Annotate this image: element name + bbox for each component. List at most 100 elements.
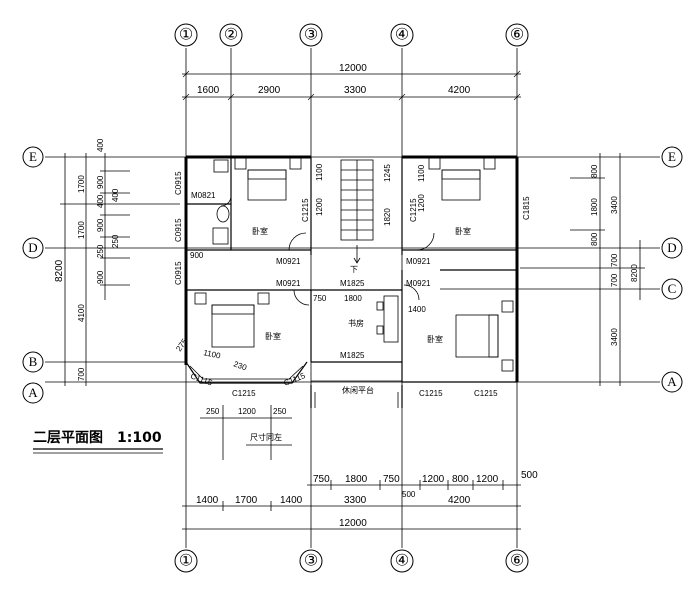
label-m0821: M0821 (191, 191, 216, 200)
label-c1215-v2: C1215 (409, 198, 418, 222)
dim-bot-1400b: 1400 (280, 495, 303, 506)
axis-label-top-4: ④ (395, 27, 409, 44)
room-label-bedroom-1: 卧室 (252, 226, 268, 236)
dim-left-total: 8200 (54, 259, 65, 282)
dim-right-3400b: 3400 (610, 328, 619, 346)
dim-1100-b: 1100 (417, 164, 426, 182)
bed-icon (211, 304, 255, 348)
axis-label-top-6: ⑥ (510, 27, 524, 44)
label-c1215-b3: C1215 (474, 389, 498, 398)
dim-1200-b: 1200 (417, 194, 426, 212)
nightstand-icon (194, 292, 207, 305)
dim-left-small-400c: 400 (111, 188, 120, 202)
room-labels: 卧室 卧室 卧室 卧室 书房 休闲平台 (252, 226, 471, 395)
label-c0915-c: C0915 (174, 261, 183, 285)
bottom-dimensions: 750 1800 750 1200 800 1200 500 500 1400 … (182, 470, 538, 530)
dim-right-small-800b: 800 (590, 232, 599, 246)
axis-label-right-c: C (668, 281, 677, 296)
drawing-title: 二层平面图 1:100 (33, 430, 163, 454)
nightstand-icon (501, 300, 514, 313)
dim-top-4200: 4200 (448, 85, 471, 96)
nightstand-icon (257, 292, 270, 305)
axis-label-top-1: ① (179, 27, 193, 44)
axis-label-bottom-1: ① (179, 553, 193, 570)
bed-icon (455, 314, 499, 358)
axis-label-bottom-6: ⑥ (510, 553, 524, 570)
chair-icon (376, 301, 384, 311)
label-m1825-b: M1825 (340, 351, 365, 360)
desk-icon (383, 295, 399, 343)
stair-down-label: 下 (350, 265, 358, 274)
dim-750: 750 (313, 294, 327, 303)
dim-left-small-900c: 900 (96, 270, 105, 284)
dim-230: 230 (232, 359, 248, 372)
dim-bot-750b: 750 (383, 474, 400, 485)
dim-top-1600: 1600 (197, 85, 220, 96)
nightstand-icon (234, 157, 247, 170)
sink-icon (213, 159, 229, 173)
label-m0921-a: M0921 (276, 257, 301, 266)
axis-label-right-a: A (667, 374, 677, 389)
label-c1215-v1: C1215 (301, 198, 310, 222)
dim-250-b: 250 (273, 407, 287, 416)
axis-label-top-3: ③ (304, 27, 318, 44)
dim-1100-a: 1100 (315, 163, 324, 181)
label-m1825-a: M1825 (340, 279, 365, 288)
right-dimensions: 800 1800 800 3400 700 700 3400 8200 (520, 153, 645, 386)
inner-dimension-labels: 1100 1200 1245 1820 1100 1200 900 750 18… (174, 163, 426, 416)
furniture (194, 157, 514, 372)
nightstand-icon (428, 157, 441, 170)
dim-left-small-250b: 250 (111, 234, 120, 248)
axis-label-left-e: E (29, 149, 37, 164)
dim-top-total: 12000 (339, 63, 367, 74)
dim-right-small-800a: 800 (590, 164, 599, 178)
dim-right-3400a: 3400 (610, 196, 619, 214)
dim-right-small-1800: 1800 (590, 198, 599, 216)
dim-left-small-900b: 900 (96, 218, 105, 232)
opening-labels: C0915 C0915 C0915 M0821 C1215 C1215 C181… (174, 171, 531, 398)
dim-1100-c: 1100 (203, 348, 222, 360)
nightstand-icon (483, 157, 496, 170)
dim-left-1700b: 1700 (77, 221, 86, 239)
dim-bot-1200a: 1200 (422, 474, 445, 485)
bed-icon (441, 169, 481, 201)
note-same-as-left: 尺寸同左 (250, 432, 282, 442)
label-c1215-b2: C1215 (419, 389, 443, 398)
dim-1800: 1800 (344, 294, 362, 303)
dim-left-4100: 4100 (77, 304, 86, 322)
label-c1215-b1: C1215 (232, 389, 256, 398)
room-label-bedroom-2: 卧室 (455, 226, 471, 236)
dim-1200-a: 1200 (315, 198, 324, 216)
dim-bot-3300: 3300 (344, 495, 367, 506)
label-c0915-b: C0915 (174, 218, 183, 242)
axis-label-left-a: A (28, 385, 38, 400)
label-m0921-c: M0921 (276, 279, 301, 288)
axis-markers-right: E D C A (661, 146, 683, 393)
room-label-study: 书房 (348, 318, 364, 328)
dim-bot-1200b: 1200 (476, 474, 499, 485)
staircase: 下 (340, 159, 374, 274)
dim-right-700b: 700 (610, 273, 619, 287)
dim-top-2900: 2900 (258, 85, 281, 96)
dim-left-700: 700 (77, 367, 86, 381)
axis-markers-top: ① ② ③ ④ ⑥ (174, 23, 529, 47)
dim-bot-total: 12000 (339, 518, 367, 529)
dim-left-small-400b: 400 (96, 194, 105, 208)
label-c1815: C1815 (522, 196, 531, 220)
dim-right-700a: 700 (610, 253, 619, 267)
same-as-left-note: 尺寸同左 (200, 405, 292, 460)
axis-markers-bottom: ① ③ ④ ⑥ (174, 549, 529, 573)
axis-label-right-d: D (667, 240, 676, 255)
room-label-bedroom-4: 卧室 (427, 334, 443, 344)
axis-label-bottom-3: ③ (304, 553, 318, 570)
dim-bot-1700: 1700 (235, 495, 258, 506)
toilet-icon (216, 205, 230, 223)
dim-1200-c: 1200 (238, 407, 256, 416)
label-m0921-d: M0921 (406, 279, 431, 288)
dim-bot-800: 800 (452, 474, 469, 485)
dim-bot-4200: 4200 (448, 495, 471, 506)
axis-label-bottom-4: ④ (395, 553, 409, 570)
left-dimensions: 8200 1700 1700 4100 700 400 900 400 900 … (54, 138, 180, 386)
axis-label-top-2: ② (224, 27, 238, 44)
